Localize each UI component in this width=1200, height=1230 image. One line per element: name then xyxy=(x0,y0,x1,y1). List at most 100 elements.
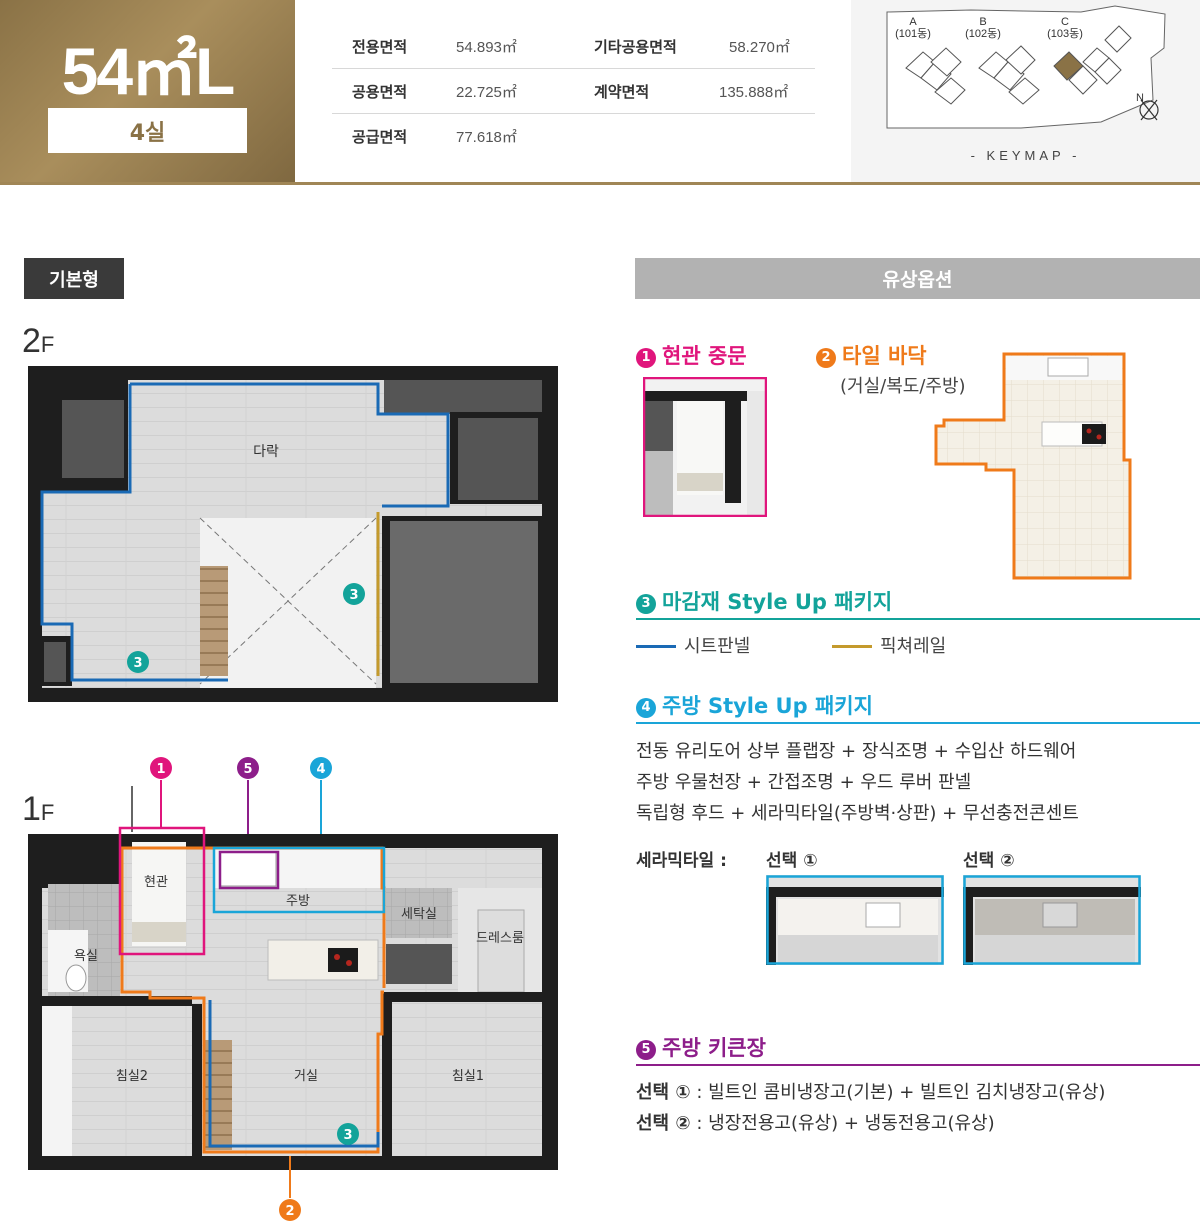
option2-subtitle: (거실/복도/주방) xyxy=(840,376,966,397)
option3-title: 3 마감재 Style Up 패키지 xyxy=(636,586,892,616)
area-row: 전용면적 54.893㎡ 기타공용면적 58.270㎡ xyxy=(332,24,815,69)
keymap-label: - KEYMAP - xyxy=(970,148,1081,163)
option5-underline xyxy=(636,1064,1200,1066)
area-row: 공용면적 22.725㎡ 계약면적 135.888㎡ xyxy=(332,69,815,114)
building-name: (103동) xyxy=(1047,28,1083,40)
legend-sheet-panel-line xyxy=(636,645,676,648)
area-label: 기타공용면적 xyxy=(594,38,677,56)
option5-text: : 냉장전용고(유상) + 냉동전용고(유상) xyxy=(696,1113,995,1134)
option5-title-text: 주방 키큰장 xyxy=(662,1036,766,1060)
marker-3-text: 3 xyxy=(349,588,358,603)
basic-type-label: 기본형 xyxy=(49,270,99,291)
building-letter: C xyxy=(1061,16,1069,28)
keymap-building-c-label: C (103동) xyxy=(1043,16,1087,40)
north-label: N xyxy=(1136,92,1144,104)
marker-1-text: 1 xyxy=(156,762,165,777)
marker-2-text: 2 xyxy=(285,1204,294,1219)
building-b xyxy=(978,45,1040,105)
option-tag xyxy=(635,258,1200,299)
room-label-bedroom1: 침실1 xyxy=(452,1069,484,1084)
legend-sheet-panel-label: 시트판넬 xyxy=(684,636,751,657)
room-label-bedroom2: 침실2 xyxy=(116,1069,148,1084)
area-row: 공급면적 77.618㎡ xyxy=(332,114,815,159)
keymap-building-a-label: A (101동) xyxy=(891,16,935,40)
area-table xyxy=(295,0,851,184)
header-divider xyxy=(0,182,1200,185)
area-value: 54.893㎡ xyxy=(456,39,517,56)
ceramic-choice1-label: 선택 ① xyxy=(766,851,818,871)
keymap-drawing xyxy=(886,5,1166,129)
area-value: 22.725㎡ xyxy=(456,84,517,101)
marker-3-text: 3 xyxy=(343,1128,352,1143)
option4-underline xyxy=(636,722,1200,724)
room-label-kitchen: 주방 xyxy=(286,894,310,909)
option5-choice: 선택 ① xyxy=(636,1082,691,1103)
marker-1 xyxy=(150,757,172,779)
type-badge xyxy=(0,0,295,184)
room-count: 4실 xyxy=(129,121,166,146)
floor2-plan: 다락 3 3 xyxy=(28,366,558,702)
room-count-box xyxy=(48,108,247,153)
option3-underline xyxy=(636,618,1200,620)
marker-2 xyxy=(279,1199,301,1221)
option4-number: 4 xyxy=(636,698,656,718)
marker-3 xyxy=(337,1123,359,1145)
option5-line: 선택 ② : 냉장전용고(유상) + 냉동전용고(유상) xyxy=(636,1108,1105,1139)
option4-line: 독립형 후드 + 세라믹타일(주방벽·상판) + 무선충전콘센트 xyxy=(636,803,1079,824)
option5-description: 선택 ① : 빌트인 콤비냉장고(기본) + 빌트인 김치냉장고(유상) 선택 … xyxy=(636,1077,1105,1139)
floor1-label: 1F xyxy=(22,790,54,829)
option1-title-text: 현관 중문 xyxy=(662,344,747,368)
area-value: 58.270㎡ xyxy=(729,39,790,56)
marker-5-text: 5 xyxy=(243,762,252,777)
building-name: (102동) xyxy=(965,28,1001,40)
building-letter: B xyxy=(979,16,987,28)
area-value: 77.618㎡ xyxy=(456,129,517,146)
option1-title: 1 현관 중문 xyxy=(636,340,747,370)
option4-description: 전동 유리도어 상부 플랩장 + 장식조명 + 수입산 하드웨어 주방 우물천장… xyxy=(636,736,1079,829)
option3-number: 3 xyxy=(636,594,656,614)
marker-4 xyxy=(310,757,332,779)
option5-choice: 선택 ② xyxy=(636,1113,691,1134)
option4-line: 주방 우물천장 + 간접조명 + 우드 루버 판넬 xyxy=(636,772,972,793)
option5-line: 선택 ① : 빌트인 콤비냉장고(기본) + 빌트인 김치냉장고(유상) xyxy=(636,1077,1105,1108)
room-label-laundry: 세탁실 xyxy=(401,907,437,922)
ceramic-choice2-image xyxy=(963,875,1141,965)
option4-title: 4 주방 Style Up 패키지 xyxy=(636,690,873,720)
area-label: 계약면적 xyxy=(594,83,650,101)
ceramic-tile-label: 세라믹타일 : xyxy=(636,851,727,871)
area-label: 전용면적 xyxy=(352,38,408,56)
building-name: (101동) xyxy=(895,28,931,40)
option4-title-text: 주방 Style Up 패키지 xyxy=(662,694,873,718)
keymap-building-b-label: B (102동) xyxy=(961,16,1005,40)
option2-image xyxy=(934,352,1132,580)
ceramic-choice2-label: 선택 ② xyxy=(963,851,1015,871)
option1-number: 1 xyxy=(636,348,656,368)
legend-picture-rail-label: 픽쳐레일 xyxy=(880,636,947,657)
area-label: 공용면적 xyxy=(352,83,408,101)
option5-number: 5 xyxy=(636,1040,656,1060)
room-label-living: 거실 xyxy=(294,1069,318,1084)
option4-line: 전동 유리도어 상부 플랩장 + 장식조명 + 수입산 하드웨어 xyxy=(636,741,1077,762)
floor-number: 2 xyxy=(22,322,41,360)
option2-title-text: 타일 바닥 xyxy=(842,344,927,368)
room-label-entrance: 현관 xyxy=(144,875,168,890)
ceramic-choice1-image xyxy=(766,875,944,965)
floor-suffix: F xyxy=(40,332,55,357)
marker-3-text: 3 xyxy=(133,656,142,671)
unit-type-name: 54㎡L xyxy=(61,34,236,108)
legend-picture-rail-line xyxy=(832,645,872,648)
room-label-dressroom: 드레스룸 xyxy=(476,931,524,946)
building-a xyxy=(905,47,966,105)
floor1-plan: 1 5 4 현관 주방 세탁실 드레스룸 욕실 침실2 xyxy=(28,757,558,1221)
marker-3 xyxy=(343,583,365,605)
area-label: 공급면적 xyxy=(352,128,408,146)
option1-image xyxy=(643,377,767,517)
basic-type-tag xyxy=(24,258,124,299)
building-letter: A xyxy=(909,16,917,28)
floor2-label: 2F xyxy=(22,322,54,361)
option-tag-label: 유상옵션 xyxy=(882,269,953,291)
building-c xyxy=(1053,25,1132,95)
option3-title-text: 마감재 Style Up 패키지 xyxy=(662,590,893,614)
option5-text: : 빌트인 콤비냉장고(기본) + 빌트인 김치냉장고(유상) xyxy=(696,1082,1106,1103)
